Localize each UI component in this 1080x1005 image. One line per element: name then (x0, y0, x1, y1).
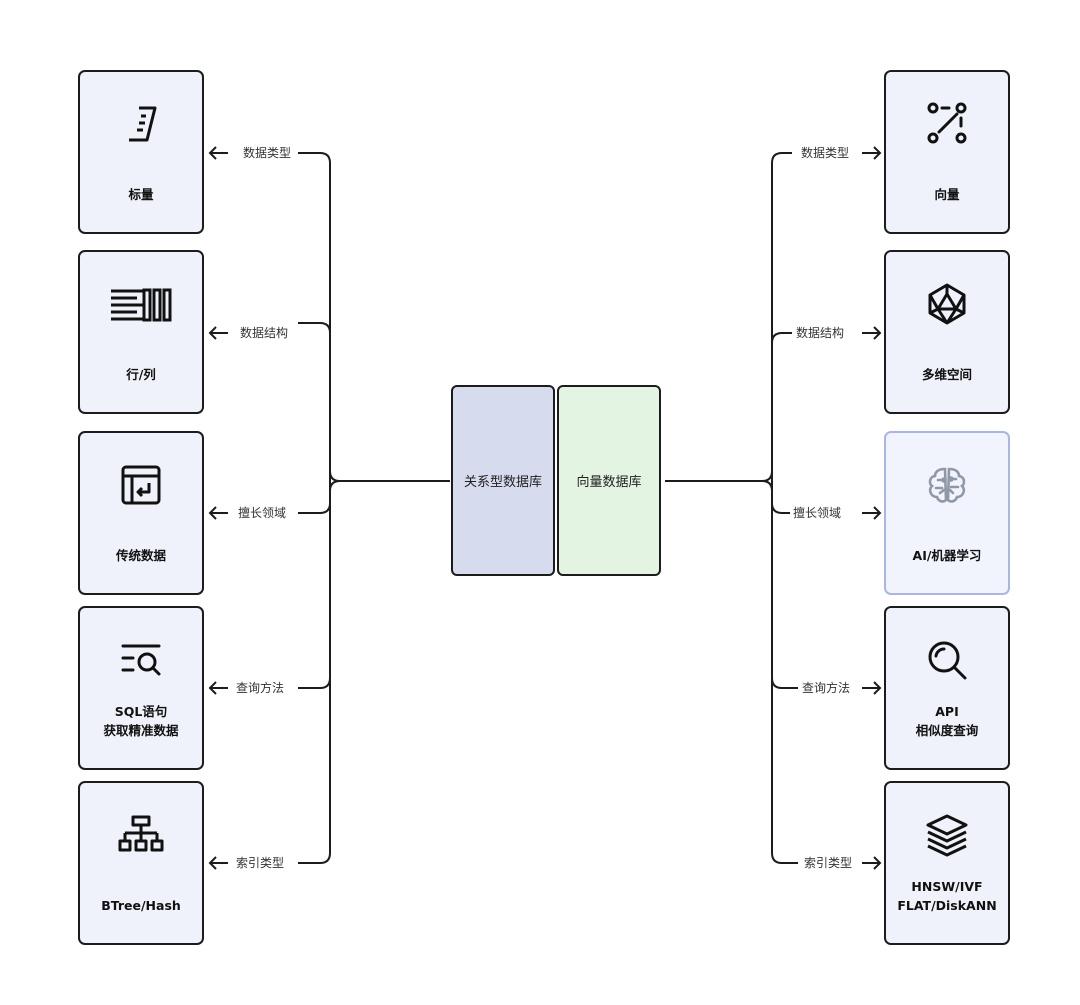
connector-label-data-type-left: 数据类型 (243, 146, 292, 160)
connector-label-domain-right: 擅长领域 (793, 506, 842, 520)
card-vector-label: 向量 (934, 187, 960, 202)
card-rows-columns[interactable]: 行/列 (78, 250, 204, 414)
card-vector[interactable]: 向量 (884, 70, 1010, 234)
search-list-icon (119, 638, 163, 682)
rows-columns-icon (111, 282, 172, 326)
card-ai-ml[interactable]: AI/机器学习 (884, 431, 1010, 595)
tree-hierarchy-icon (118, 813, 164, 857)
card-scalar-label: 标量 (128, 187, 154, 202)
card-traditional-data[interactable]: 传统数据 (78, 431, 204, 595)
card-api-similarity[interactable]: API 相似度查询 (884, 606, 1010, 770)
brain-icon (925, 463, 969, 507)
table-icon (119, 463, 163, 507)
connector-label-index-right: 索引类型 (804, 856, 853, 870)
card-multidimensional-space[interactable]: 多维空间 (884, 250, 1010, 414)
card-ai-ml-label: AI/机器学习 (912, 548, 982, 563)
card-traditional-data-label: 传统数据 (115, 548, 166, 563)
connector-label-domain-left: 擅长领域 (238, 506, 287, 520)
card-index-algorithms-label: HNSW/IVF FLAT/DiskANN (897, 879, 997, 913)
polyhedron-icon (925, 282, 969, 326)
card-btree-hash-label: BTree/Hash (101, 898, 181, 913)
magnifier-icon (925, 638, 969, 682)
card-rows-columns-label: 行/列 (126, 367, 156, 382)
card-scalar[interactable]: 标量 (78, 70, 204, 234)
card-sql-query[interactable]: SQL语句 获取精准数据 (78, 606, 204, 770)
connector-label-query-left: 查询方法 (236, 681, 285, 695)
card-sql-query-label: SQL语句 获取精准数据 (103, 704, 179, 738)
card-api-similarity-label: API 相似度查询 (915, 704, 979, 738)
vector-icon (925, 102, 969, 146)
scalar-icon (119, 102, 163, 146)
vector-database-box[interactable]: 向量数据库 (557, 385, 661, 576)
card-btree-hash[interactable]: BTree/Hash (78, 781, 204, 945)
connector-label-data-type-right: 数据类型 (801, 146, 850, 160)
card-index-algorithms[interactable]: HNSW/IVF FLAT/DiskANN (884, 781, 1010, 945)
relational-database-box[interactable]: 关系型数据库 (451, 385, 555, 576)
card-multidimensional-space-label: 多维空间 (921, 367, 972, 382)
connector-label-data-structure-left: 数据结构 (240, 326, 289, 340)
connector-label-query-right: 查询方法 (802, 681, 851, 695)
connector-label-data-structure-right: 数据结构 (796, 326, 845, 340)
connector-label-index-left: 索引类型 (236, 856, 285, 870)
layers-icon (925, 813, 969, 857)
